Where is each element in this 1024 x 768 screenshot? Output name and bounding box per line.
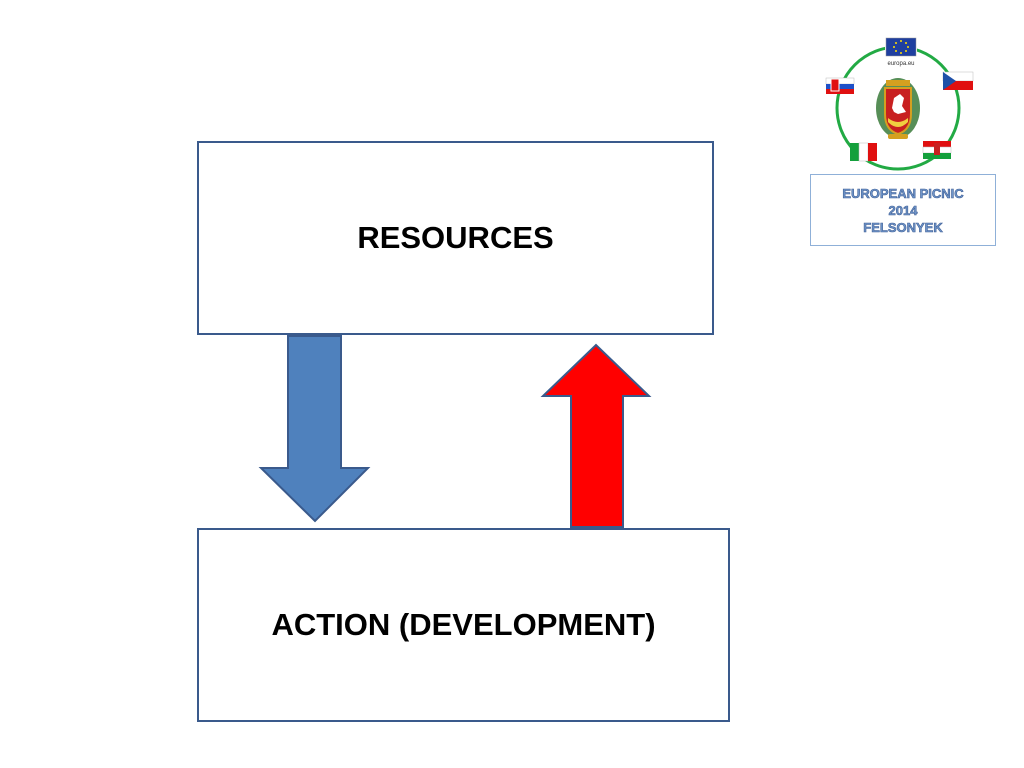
action-label: ACTION (DEVELOPMENT) [271,607,656,642]
logo-caption-line3: FELSONYEK [863,219,943,235]
czech-flag-icon [942,71,974,90]
italy-flag-icon [850,142,877,162]
resources-box: RESOURCES [197,141,714,335]
slovakia-flag-icon [825,77,855,94]
eu-text: europa.eu [887,61,914,67]
logo-caption-line2: 2014 [888,202,918,218]
eu-flag-icon: europa.eu [885,37,917,67]
logo-caption-box: EUROPEAN PICNIC 2014 FELSONYEK [810,174,996,246]
action-box: ACTION (DEVELOPMENT) [197,528,730,722]
up-arrow [540,343,652,528]
logo-emblem: europa.eu [825,37,974,171]
european-picnic-logo: europa.eu [810,36,998,248]
logo-caption-line1: EUROPEAN PICNIC [842,185,964,201]
hungary-flag-icon [922,141,952,159]
coat-of-arms-icon [876,78,920,139]
resources-label: RESOURCES [357,220,554,255]
down-arrow [258,335,371,523]
